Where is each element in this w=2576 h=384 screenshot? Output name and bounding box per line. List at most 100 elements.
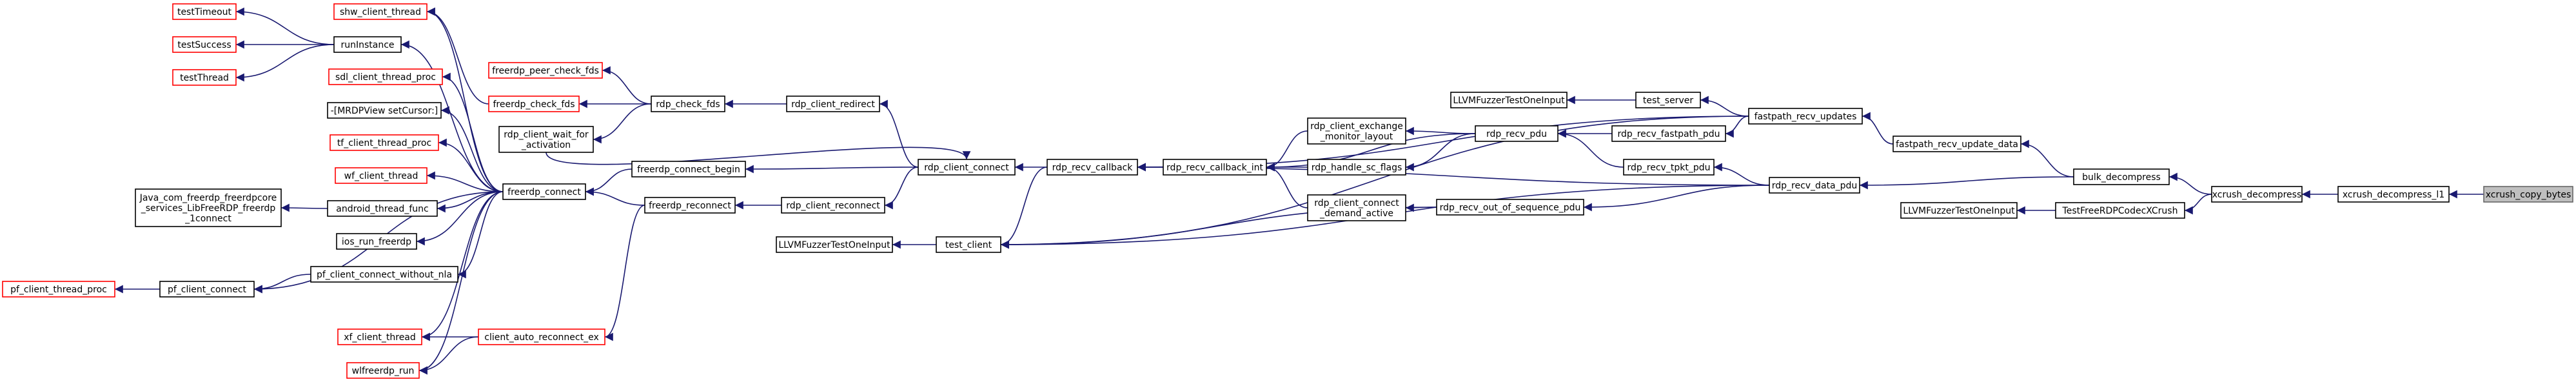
edge-rdp-handle-sc-flags-to-rdp-recv-pdu	[1405, 133, 1476, 172]
edge-rdp-client-redirect-to-rdp-client-connect	[879, 99, 919, 168]
edge-sdl-client-thread-proc-to-freerdp-connect	[442, 72, 504, 192]
node-xf-client-thread[interactable]: xf_client_thread	[337, 328, 422, 345]
node-rdp-recv-callback-int[interactable]: rdp_recv_callback_int	[1163, 159, 1267, 176]
node-label: rdp_recv_data_pdu	[1772, 181, 1858, 191]
node-bulk-decompress[interactable]: bulk_decompress	[2073, 168, 2170, 185]
node-box	[336, 233, 417, 250]
node-fastpath-recv-updates[interactable]: fastpath_recv_updates	[1748, 108, 1863, 125]
node-rdp-recv-callback[interactable]: rdp_recv_callback	[1047, 159, 1138, 176]
node-fastpath-recv-update-data[interactable]: fastpath_recv_update_data	[1893, 136, 2021, 152]
node-label: TestFreeRDPCodecXCrush	[2062, 206, 2178, 216]
node-label: test_server	[1643, 96, 1693, 106]
node-freerdp-reconnect[interactable]: freerdp_reconnect	[644, 197, 736, 214]
node-label: client_auto_reconnect_ex	[484, 332, 598, 343]
node-box	[1635, 92, 1701, 108]
node-runinstance[interactable]: runInstance	[333, 36, 402, 53]
node-box	[1769, 177, 1860, 194]
node-testtimeout[interactable]: testTimeout	[172, 3, 237, 20]
node-box	[918, 159, 1016, 176]
node-label: _demand_active	[1319, 208, 1393, 219]
edge-ios-run-freerdp-to-freerdp-connect	[416, 191, 504, 246]
node-label: rdp_client_wait_for	[504, 130, 589, 140]
node-testthread[interactable]: testThread	[172, 69, 237, 86]
node-label: freerdp_connect_begin	[637, 165, 740, 175]
node-llvmfuzzertestoneinput-c[interactable]: LLVMFuzzerTestOneInput	[776, 236, 893, 253]
node-box	[327, 102, 442, 119]
edge-wlfreerdp-run-to-freerdp-connect	[418, 191, 504, 375]
node-label: _services_LibFreeRDP_freerdp	[141, 203, 276, 214]
node-freerdp-check-fds[interactable]: freerdp_check_fds	[488, 96, 580, 112]
node-label: rdp_client_exchange	[1310, 121, 1403, 132]
node-box	[2483, 186, 2573, 203]
node-label: -[MRDPView setCursor:]	[331, 106, 438, 116]
node-mrdpview-setcursor[interactable]: -[MRDPView setCursor:]	[327, 102, 442, 119]
node-label: wlfreerdp_run	[352, 366, 415, 376]
edge-rdp-recv-fastpath-pdu-to-fastpath-recv-updates	[1725, 116, 1749, 138]
node-llvmfuzzertestoneinput-a[interactable]: LLVMFuzzerTestOneInput	[1900, 202, 2018, 219]
node-label: _monitor_layout	[1320, 132, 1393, 142]
node-label: rdp_recv_callback_int	[1166, 163, 1263, 173]
node-shw-client-thread[interactable]: shw_client_thread	[333, 3, 428, 20]
node-box	[2337, 186, 2450, 203]
node-label: rdp_recv_pdu	[1486, 129, 1547, 139]
node-box	[337, 328, 422, 345]
node-test-client[interactable]: test_client	[936, 236, 1001, 253]
node-xcrush-copy-bytes[interactable]: xcrush_copy_bytes	[2483, 186, 2573, 203]
node-rdp-client-exchange-monitor-layout[interactable]: rdp_client_exchange_monitor_layout	[1307, 117, 1406, 145]
node-label: pf_client_connect	[168, 285, 247, 295]
node-rdp-check-fds[interactable]: rdp_check_fds	[651, 96, 725, 112]
node-box	[1900, 202, 2018, 219]
node-label: rdp_client_redirect	[791, 99, 875, 110]
node-wf-client-thread[interactable]: wf_client_thread	[335, 167, 428, 184]
node-rdp-recv-tpkt-pdu[interactable]: rdp_recv_tpkt_pdu	[1623, 159, 1715, 176]
node-pf-client-connect-without-nla[interactable]: pf_client_connect_without_nla	[310, 266, 458, 283]
node-box	[786, 96, 880, 112]
node-testfreerdpcodecxcrush[interactable]: TestFreeRDPCodecXCrush	[2055, 202, 2185, 219]
node-wlfreerdp-run[interactable]: wlfreerdp_run	[346, 362, 420, 379]
node-pf-client-thread-proc[interactable]: pf_client_thread_proc	[2, 281, 115, 298]
edge-testfreerdpcodecxcrush-to-xcrush-decompress	[2184, 194, 2212, 215]
node-label: xcrush_decompress	[2212, 190, 2301, 200]
node-test-server[interactable]: test_server	[1635, 92, 1701, 108]
edge-pf-client-connect-without-nla-to-freerdp-connect	[457, 191, 504, 279]
edge-mrdpview-setcursor-to-freerdp-connect	[440, 106, 504, 192]
node-box	[1450, 92, 1568, 108]
node-sdl-client-thread-proc[interactable]: sdl_client_thread_proc	[328, 68, 443, 85]
node-ios-run-freerdp[interactable]: ios_run_freerdp	[336, 233, 417, 250]
node-box	[488, 62, 603, 79]
node-rdp-client-redirect[interactable]: rdp_client_redirect	[786, 96, 880, 112]
node-xcrush-decompress-l1[interactable]: xcrush_decompress_l1	[2337, 186, 2450, 203]
node-rdp-client-connect[interactable]: rdp_client_connect	[918, 159, 1016, 176]
node-freerdp-connect[interactable]: freerdp_connect	[502, 183, 586, 200]
edge-rdp-recv-callback-int-to-rdp-recv-pdu	[1266, 133, 1476, 172]
node-llvmfuzzertestoneinput-b[interactable]: LLVMFuzzerTestOneInput	[1450, 92, 1568, 108]
node-rdp-recv-data-pdu[interactable]: rdp_recv_data_pdu	[1769, 177, 1860, 194]
node-label: bulk_decompress	[2082, 172, 2161, 183]
node-android-thread-func[interactable]: android_thread_func	[327, 200, 438, 217]
node-box	[1623, 159, 1715, 176]
node-box	[1163, 159, 1267, 176]
node-freerdp-peer-check-fds[interactable]: freerdp_peer_check_fds	[488, 62, 603, 79]
edge-pf-client-connect-to-pf-client-connect-without-nla	[253, 274, 311, 294]
node-rdp-client-reconnect[interactable]: rdp_client_reconnect	[781, 197, 885, 214]
node-rdp-client-connect-demand-active[interactable]: rdp_client_connect_demand_active	[1307, 194, 1406, 221]
node-rdp-recv-fastpath-pdu[interactable]: rdp_recv_fastpath_pdu	[1611, 125, 1726, 142]
node-rdp-recv-out-of-sequence-pdu[interactable]: rdp_recv_out_of_sequence_pdu	[1436, 199, 1584, 216]
node-tf-client-thread-proc[interactable]: tf_client_thread_proc	[329, 134, 439, 151]
node-testsuccess[interactable]: testSuccess	[172, 36, 237, 53]
edge-rdp-recv-callback-int-to-rdp-client-connect-demand-active	[1266, 163, 1308, 208]
node-box	[135, 188, 282, 227]
node-freerdp-connect-begin[interactable]: freerdp_connect_begin	[631, 161, 746, 177]
node-rdp-handle-sc-flags[interactable]: rdp_handle_sc_flags	[1307, 159, 1406, 176]
node-java-connect[interactable]: Java_com_freerdp_freerdpcore_services_Li…	[135, 188, 282, 227]
node-client-auto-reconnect-ex[interactable]: client_auto_reconnect_ex	[478, 328, 605, 345]
node-xcrush-decompress[interactable]: xcrush_decompress	[2211, 186, 2303, 203]
node-box	[2055, 202, 2185, 219]
edge-fastpath-recv-update-data-to-bulk-decompress	[2020, 139, 2074, 177]
node-pf-client-connect[interactable]: pf_client_connect	[159, 281, 255, 298]
node-box	[776, 236, 893, 253]
node-label: rdp_client_connect	[924, 163, 1009, 173]
node-rdp-client-wait-for-activation[interactable]: rdp_client_wait_for_activation	[498, 126, 594, 153]
node-rdp-recv-pdu[interactable]: rdp_recv_pdu	[1475, 125, 1558, 142]
